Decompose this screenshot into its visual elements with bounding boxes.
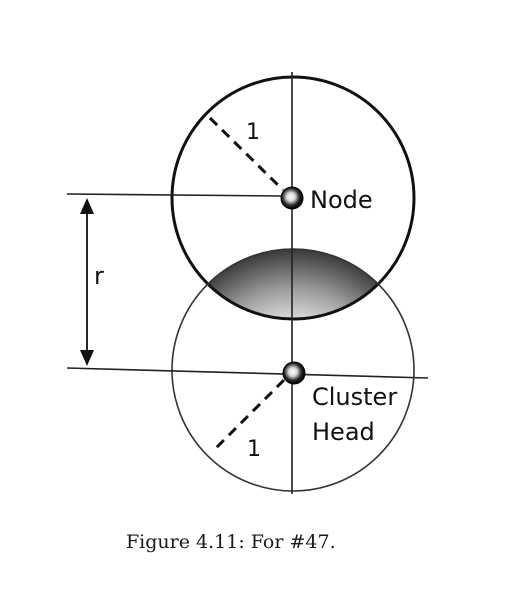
cluster-head-reference-line — [66, 367, 429, 379]
cluster-head-label-line2: Head — [312, 418, 375, 446]
node-point — [280, 186, 304, 210]
cluster-head-radius-label: 1 — [247, 437, 261, 462]
node-range-circle — [170, 75, 416, 321]
cluster-head-label-line1: Cluster — [312, 383, 397, 411]
node-radius-label: 1 — [246, 120, 260, 145]
distance-arrow — [80, 198, 94, 366]
cluster-head-range-circle — [171, 248, 415, 492]
node-label: Node — [310, 186, 373, 214]
node-radius-line — [208, 116, 285, 192]
node-reference-line — [66, 193, 282, 197]
cluster-head-point — [282, 361, 306, 385]
figure-caption: Figure 4.11: For #47. — [126, 531, 336, 553]
distance-label: r — [94, 262, 104, 290]
